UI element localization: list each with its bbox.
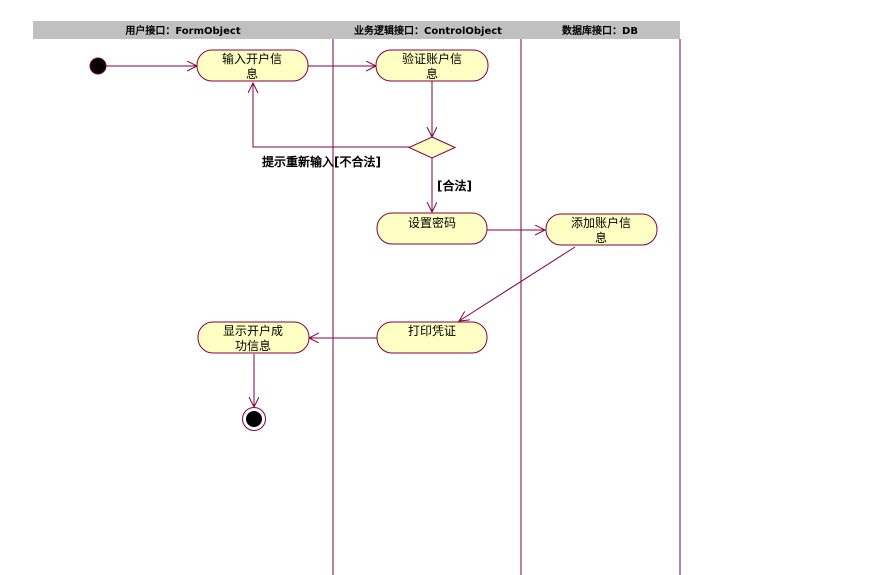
- activity-label-line: 打印凭证: [408, 323, 456, 338]
- activity-label-line: 息: [426, 66, 438, 81]
- swimlane-header-bar: [33, 21, 680, 39]
- activity-label-line: 显示开户成: [223, 323, 283, 338]
- activity-add-account-info: 添加账户信 息: [545, 213, 658, 246]
- activity-label-line: 验证账户信: [402, 51, 462, 66]
- decision-node: [407, 136, 457, 159]
- activity-print-voucher: 打印凭证: [376, 321, 488, 354]
- activity-label-line: 添加账户信: [571, 215, 631, 230]
- guard-label-valid: [合法]: [437, 178, 472, 193]
- activity-set-password: 设置密码: [376, 212, 488, 245]
- initial-node: [89, 57, 107, 75]
- swimlane-label-db: 数据库接口：DB: [562, 24, 638, 37]
- activity-label-line: 功信息: [235, 338, 271, 353]
- swimlane-label-logic: 业务逻辑接口：ControlObject: [354, 24, 502, 37]
- guard-label-invalid: 提示重新输入[不合法]: [262, 154, 381, 169]
- activity-label-line: 设置密码: [408, 215, 456, 230]
- activity-verify-account-info: 验证账户信 息: [375, 49, 489, 82]
- activity-label-line: 息: [595, 230, 607, 245]
- swimlane-label-user: 用户接口：FormObject: [124, 24, 240, 37]
- activity-label-line: 息: [246, 66, 258, 81]
- flow-decision-invalid: [253, 83, 409, 148]
- flow-add-to-print: [459, 246, 576, 321]
- activity-input-account-info: 输入开户信 息: [196, 49, 309, 82]
- activity-label-line: 输入开户信: [222, 51, 282, 66]
- activity-show-success-info: 显示开户成 功信息: [197, 321, 310, 354]
- final-node: [242, 407, 266, 431]
